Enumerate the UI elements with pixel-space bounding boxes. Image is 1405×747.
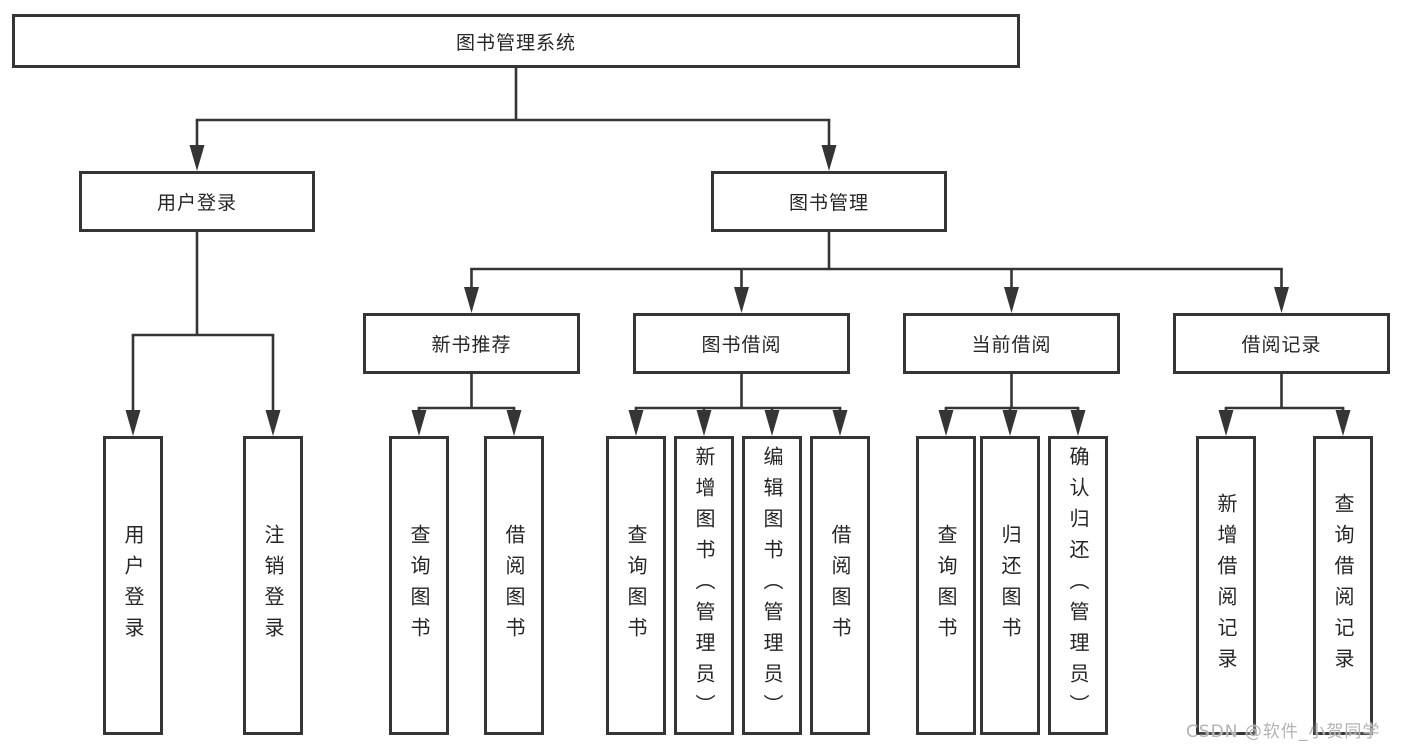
leaf-label: 查询图书 bbox=[407, 523, 431, 648]
connector-group bbox=[411, 374, 522, 436]
leaf-add-books-admin: 新增图书（管理员） bbox=[674, 436, 734, 735]
leaf-label: 归还图书 bbox=[998, 523, 1022, 648]
node-book-borrowing: 图书借阅 bbox=[633, 313, 850, 374]
node-library-management-system: 图书管理系统 bbox=[12, 14, 1020, 68]
node-label: 图书管理系统 bbox=[455, 31, 576, 54]
leaf-query-borrow-record: 查询借阅记录 bbox=[1313, 436, 1373, 735]
connector-group bbox=[125, 232, 281, 436]
node-label: 当前借阅 bbox=[971, 334, 1052, 356]
leaf-label: 确认归还（管理员） bbox=[1066, 446, 1090, 725]
leaf-label: 注销登录 bbox=[261, 523, 285, 648]
leaf-label: 借阅图书 bbox=[828, 523, 852, 648]
leaf-query-books-recommend: 查询图书 bbox=[389, 436, 449, 735]
leaf-borrow-books-recommend: 借阅图书 bbox=[484, 436, 544, 735]
leaf-label: 借阅图书 bbox=[502, 523, 526, 648]
leaf-label: 新增借阅记录 bbox=[1214, 492, 1238, 679]
leaf-edit-books-admin: 编辑图书（管理员） bbox=[742, 436, 802, 735]
leaf-confirm-return-admin: 确认归还（管理员） bbox=[1048, 436, 1108, 735]
node-label: 图书管理 bbox=[788, 192, 869, 214]
leaf-return-books: 归还图书 bbox=[980, 436, 1040, 735]
leaf-query-books-current: 查询图书 bbox=[916, 436, 976, 735]
leaf-label: 查询图书 bbox=[624, 523, 648, 648]
leaf-label: 新增图书（管理员） bbox=[692, 446, 716, 725]
leaf-label: 编辑图书（管理员） bbox=[760, 446, 784, 725]
node-current-borrowing: 当前借阅 bbox=[903, 313, 1120, 374]
node-new-book-recommend: 新书推荐 bbox=[363, 313, 580, 374]
leaf-logout: 注销登录 bbox=[243, 436, 303, 735]
node-label: 用户登录 bbox=[156, 192, 237, 214]
leaf-label: 查询图书 bbox=[934, 523, 958, 648]
leaf-borrow-books: 借阅图书 bbox=[810, 436, 870, 735]
leaf-user-login: 用户登录 bbox=[103, 436, 163, 735]
connector-group bbox=[628, 374, 848, 436]
node-borrow-records: 借阅记录 bbox=[1173, 313, 1390, 374]
connector-group bbox=[1218, 374, 1351, 436]
connector-group bbox=[189, 68, 837, 171]
node-label: 新书推荐 bbox=[431, 334, 512, 356]
leaf-label: 查询借阅记录 bbox=[1331, 492, 1355, 679]
leaf-query-books-borrow: 查询图书 bbox=[606, 436, 666, 735]
node-label: 借阅记录 bbox=[1241, 334, 1322, 356]
leaf-add-borrow-record: 新增借阅记录 bbox=[1196, 436, 1256, 735]
node-user-login: 用户登录 bbox=[79, 171, 315, 232]
leaf-label: 用户登录 bbox=[121, 523, 145, 648]
node-label: 图书借阅 bbox=[701, 334, 782, 356]
csdn-watermark: CSDN @软件_小贺同学 bbox=[1186, 722, 1381, 742]
node-book-management: 图书管理 bbox=[711, 171, 947, 232]
connector-group bbox=[464, 232, 1289, 313]
connector-group bbox=[938, 374, 1086, 436]
